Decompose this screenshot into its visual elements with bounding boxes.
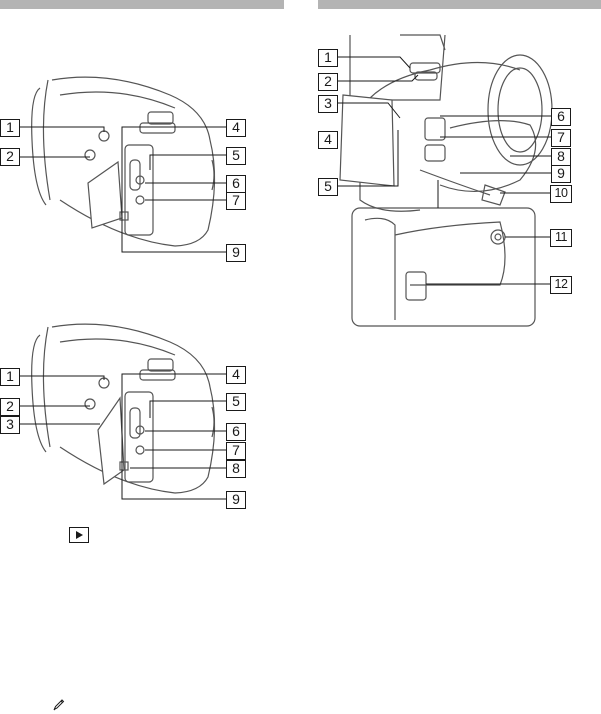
callout-6-top: 6 <box>226 175 246 193</box>
callout-4-bottom: 4 <box>226 366 246 384</box>
callout-1-bottom: 1 <box>0 368 20 386</box>
callout-2-top: 2 <box>0 148 20 166</box>
callout-9-top: 9 <box>226 244 246 262</box>
callout-3-bottom: 3 <box>0 416 20 434</box>
callout-12-right: 12 <box>550 276 572 294</box>
callout-7-bottom: 7 <box>226 442 246 460</box>
callout-9-bottom: 9 <box>226 491 246 509</box>
callout-8-right: 8 <box>551 148 571 166</box>
callout-9-right: 9 <box>551 165 571 183</box>
callout-10-right: 10 <box>550 185 572 203</box>
callout-5-top: 5 <box>226 147 246 165</box>
pencil-note-icon <box>52 697 66 711</box>
callout-5-right: 5 <box>318 178 338 196</box>
callout-7-right: 7 <box>551 129 571 147</box>
callout-2-right: 2 <box>318 73 338 91</box>
callout-6-bottom: 6 <box>226 423 246 441</box>
callout-4-top: 4 <box>226 119 246 137</box>
callout-1-top: 1 <box>0 119 20 137</box>
callout-4-right: 4 <box>318 131 338 149</box>
callout-6-right: 6 <box>551 108 571 126</box>
callout-5-bottom: 5 <box>226 393 246 411</box>
playback-button-icon <box>69 527 89 543</box>
callout-11-right: 11 <box>550 229 572 247</box>
callout-3-right: 3 <box>318 95 338 113</box>
callout-8-bottom: 8 <box>226 460 246 478</box>
callout-2-bottom: 2 <box>0 398 20 416</box>
callout-7-top: 7 <box>226 192 246 210</box>
callout-1-right: 1 <box>318 49 338 67</box>
